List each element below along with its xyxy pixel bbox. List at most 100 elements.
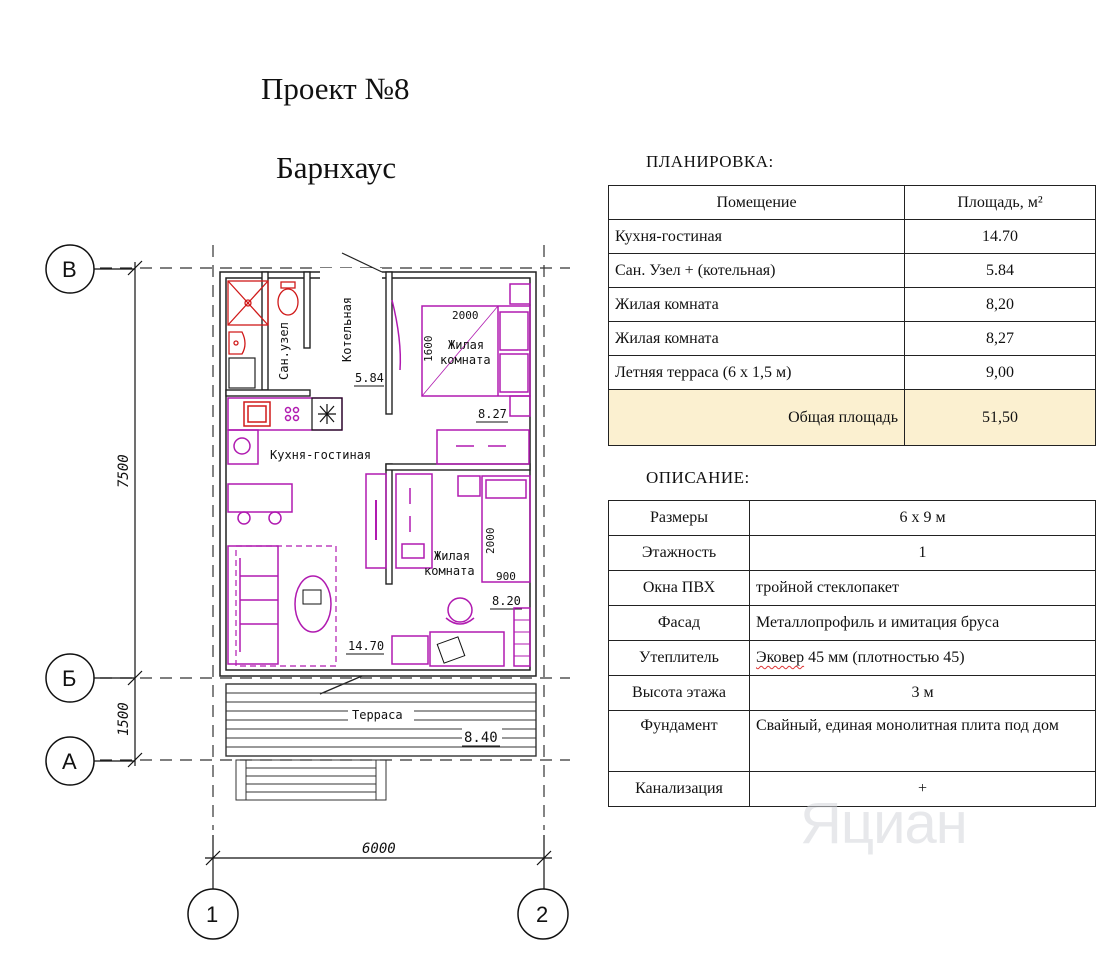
desc-key: Окна ПВХ <box>608 570 750 606</box>
desc-section-title: ОПИСАНИЕ: <box>646 468 750 487</box>
rug-icon <box>235 545 337 667</box>
desc-value: 1 <box>749 535 1096 571</box>
area-cell: 14.70 <box>904 219 1096 254</box>
watermark: Яциан <box>800 791 968 856</box>
room-bed1-label-1: Жилая <box>448 338 484 352</box>
dining-table-icon <box>227 483 293 525</box>
table-row: Канализация+ <box>608 771 1096 807</box>
steps-icon <box>235 759 387 801</box>
desc-value: 6 х 9 м <box>749 500 1096 536</box>
desc-key: Размеры <box>608 500 750 536</box>
spellcheck-word: Эковер <box>756 649 805 666</box>
desc-key: Фасад <box>608 605 750 641</box>
kitchen-sink-icon <box>243 401 271 427</box>
dim-7500: 7500 <box>116 454 132 488</box>
desc-key: Этажность <box>608 535 750 571</box>
bed-2-width: 900 <box>496 570 516 583</box>
desc-value: 3 м <box>749 675 1096 711</box>
bed-1-width: 1600 <box>422 336 435 363</box>
desc-value: Металлопрофиль и имитация бруса <box>749 605 1096 641</box>
interior-walls <box>225 271 531 585</box>
desc-value: Эковер 45 мм (плотностью 45) <box>749 640 1096 676</box>
axis-2-circle <box>517 888 569 940</box>
col-area: Площадь, м² <box>904 185 1096 220</box>
desc-value-rest: 45 мм (плотностью 45) <box>804 649 965 666</box>
desc-key: Фундамент <box>608 710 750 772</box>
axis-b-label: Б <box>62 666 76 691</box>
nightstand-icon <box>391 635 429 665</box>
axis-2-label: 2 <box>536 902 548 927</box>
room-cell: Жилая комната <box>608 287 905 322</box>
bath-sink-icon <box>228 331 246 355</box>
table-row: Летняя терраса (6 х 1,5 м)9,00 <box>608 355 1096 390</box>
area-cell: 5.84 <box>904 253 1096 288</box>
project-subtitle: Барнхаус <box>276 150 397 185</box>
room-bed2-label-2: комната <box>424 564 475 578</box>
room-kitchen-label: Кухня-гостиная <box>270 448 371 462</box>
room-cell: Летняя терраса (6 х 1,5 м) <box>608 355 905 390</box>
area-cell: 8,27 <box>904 321 1096 356</box>
room-cell: Жилая комната <box>608 321 905 356</box>
area-cell: 8,20 <box>904 287 1096 322</box>
bed-1-length: 2000 <box>452 309 479 322</box>
desc-value: тройной стеклопакет <box>749 570 1096 606</box>
dim-6000: 6000 <box>362 841 396 857</box>
toilet-icon <box>277 281 299 316</box>
room-terrace-label: Терраса <box>352 708 403 722</box>
desc-key: Утеплитель <box>608 640 750 676</box>
desc-value: + <box>749 771 1096 807</box>
desk-icon <box>429 597 505 667</box>
tv-stand-icon <box>365 473 387 569</box>
bed-1-icon <box>421 283 531 417</box>
dimension-vertical <box>127 260 143 768</box>
desc-key: Высота этажа <box>608 675 750 711</box>
axis-v-label: В <box>62 257 77 282</box>
room-bed1-area: 8.27 <box>478 407 507 421</box>
col-room: Помещение <box>608 185 905 220</box>
desc-key: Канализация <box>608 771 750 807</box>
project-title: Проект №8 <box>261 71 410 106</box>
total-label: Общая площадь <box>608 389 905 446</box>
dimension-horizontal <box>205 835 552 868</box>
room-terrace-area: 8.40 <box>464 730 498 746</box>
room-bath-label: Сан.узел <box>277 322 291 380</box>
plan-table-header: Помещение Площадь, м² <box>608 185 1096 220</box>
room-boiler-label: Котельная <box>340 297 354 362</box>
table-row: Сан. Узел + (котельная)5.84 <box>608 253 1096 288</box>
washer-icon <box>228 357 256 389</box>
axis-a-label: А <box>62 749 77 774</box>
room-cell: Сан. Узел + (котельная) <box>608 253 905 288</box>
axis-lines <box>100 245 570 830</box>
stove-icon <box>311 397 343 431</box>
bed-2-icon <box>457 475 531 583</box>
room-kitchen-area: 14.70 <box>348 639 384 653</box>
shower-icon <box>227 280 269 326</box>
plan-section-title: ПЛАНИРОВКА: <box>646 152 774 171</box>
room-bed1-label-2: комната <box>440 353 491 367</box>
radiator-icon <box>513 607 531 667</box>
axis-1-label: 1 <box>206 902 218 927</box>
room-bed2-area: 8.20 <box>492 594 521 608</box>
area-cell: 9,00 <box>904 355 1096 390</box>
dim-1500: 1500 <box>116 702 132 736</box>
room-bath-area: 5.84 <box>355 371 384 385</box>
wardrobe-1-icon <box>436 429 530 465</box>
room-bed2-label-1: Жилая <box>434 549 470 563</box>
bed-2-length: 2000 <box>484 528 497 555</box>
room-cell: Кухня-гостиная <box>608 219 905 254</box>
floor-plan: 7500 1500 6000 В Б А 1 2 <box>45 244 570 940</box>
coffee-table-icon <box>294 575 332 633</box>
desc-value: Свайный, единая монолитная плита под дом <box>749 710 1096 772</box>
